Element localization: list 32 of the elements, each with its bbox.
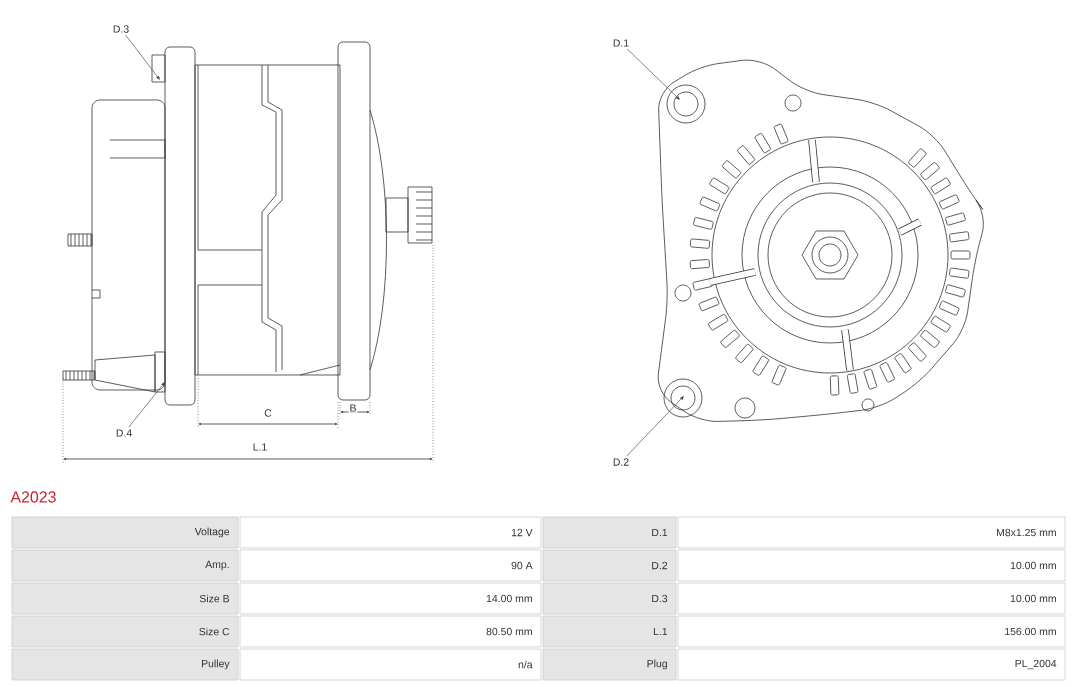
leader-line xyxy=(626,48,680,100)
table-cell: 156.00 mm xyxy=(677,615,1066,648)
leader-line xyxy=(626,396,684,457)
table-cell: 10.00 mm xyxy=(677,582,1066,615)
table-cell: Size C xyxy=(11,615,239,648)
table-cell: 80.50 mm xyxy=(239,615,542,648)
table-cell: Amp. xyxy=(11,549,239,582)
dimension-label: B xyxy=(348,403,358,413)
table-cell: Size B xyxy=(11,582,239,615)
leader-line xyxy=(128,382,165,428)
table-cell: L.1 xyxy=(542,615,677,648)
callout-label: D.3 xyxy=(113,25,129,33)
table-cell: D.1 xyxy=(542,516,677,549)
table-cell: 10.00 mm xyxy=(677,549,1066,582)
table-cell: D.2 xyxy=(542,549,677,582)
table-cell: M8x1.25 mm xyxy=(677,516,1066,549)
table-cell: 12 V xyxy=(239,516,542,549)
callout-label: D.2 xyxy=(613,458,629,466)
callout-label: D.4 xyxy=(116,429,132,437)
table-cell: Plug xyxy=(542,648,677,681)
table-cell: n/a xyxy=(239,648,542,681)
dimension-label: L.1 xyxy=(251,442,269,452)
table-cell: 14.00 mm xyxy=(239,582,542,615)
table-cell: D.3 xyxy=(542,582,677,615)
table-cell: Pulley xyxy=(11,648,239,681)
callout-label: D.1 xyxy=(613,39,629,47)
table-cell: Voltage xyxy=(11,516,239,549)
title: A2023 xyxy=(10,491,56,503)
dimension-label: C xyxy=(263,408,273,418)
table-cell: 90 A xyxy=(239,549,542,582)
leader-line xyxy=(125,34,160,80)
table-cell: PL_2004 xyxy=(677,648,1066,681)
